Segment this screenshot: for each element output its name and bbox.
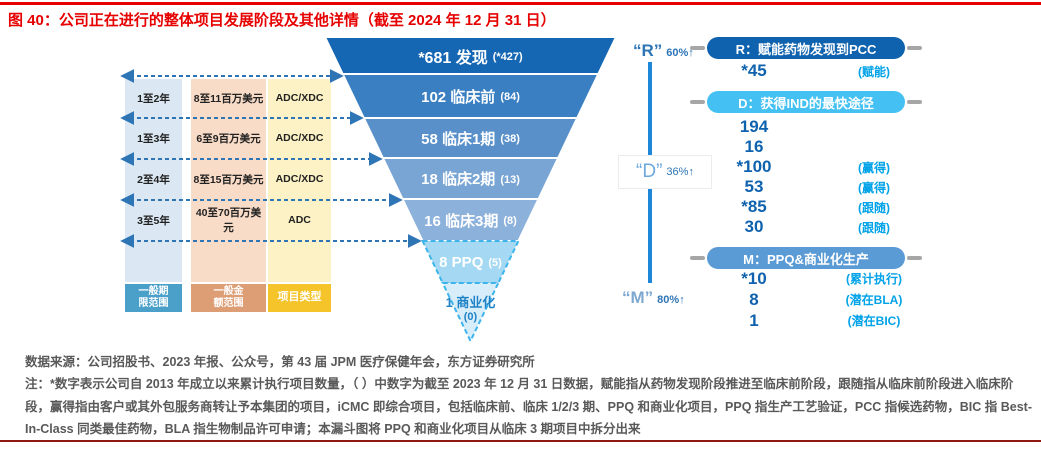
amount-column: 8至11百万美元 6至9百万美元 8至15百万美元 40至70百万美元 bbox=[191, 79, 266, 282]
d-pill-row: D：获得IND的最快途径 bbox=[690, 91, 922, 113]
r-pill: R：赋能药物发现到PCC bbox=[707, 37, 905, 59]
duration-cell: 1至2年 bbox=[137, 92, 170, 105]
connector-stub bbox=[690, 46, 705, 50]
funnel-label-commercial: 1 商业化 (0) bbox=[445, 294, 496, 323]
funnel-label-phase1: 58 临床1期 (38) bbox=[421, 130, 520, 148]
type-column-footer: 项目类型 bbox=[268, 284, 331, 312]
amount-column-footer: 一般金 额范围 bbox=[191, 284, 266, 312]
r-pill-row: R：赋能药物发现到PCC bbox=[690, 37, 922, 59]
value-row: 194 bbox=[739, 117, 769, 136]
m-stage-marker: “M”80%↑ bbox=[622, 288, 685, 307]
r-values: *45 (赋能) bbox=[698, 60, 938, 82]
value-row: *45 (赋能) bbox=[741, 61, 890, 80]
type-cell: ADC/XDC bbox=[275, 173, 324, 185]
duration-cell: 2至4年 bbox=[137, 173, 170, 186]
top-rule bbox=[0, 2, 1041, 5]
amount-cell: 40至70百万美元 bbox=[195, 207, 262, 234]
figure-title: 图 40：公司正在进行的整体项目发展阶段及其他详情（截至 2024 年 12 月… bbox=[8, 12, 556, 29]
footnote: 注：*数字表示公司自 2013 年成立以来累计执行项目数量，（ ）中数字为截至 … bbox=[25, 377, 1032, 436]
duration-cell: 3至5年 bbox=[137, 214, 170, 227]
funnel-label-ppq: 8 PPQ (5) bbox=[439, 253, 502, 271]
m-values: *10 (累计执行) 8 (潜在BLA) 1 (潜在BIC) bbox=[698, 268, 938, 331]
value-row: *85 (跟随) bbox=[741, 197, 890, 216]
d-values: 194 16 *100 (赢得) 53 (赢得) *85 (跟随) 30 (跟随… bbox=[698, 117, 938, 237]
r-stage-marker: “R”60%↑ bbox=[633, 41, 694, 60]
value-row: 53 (赢得) bbox=[744, 177, 890, 196]
funnel-label-discovery: *681 发现 (*427) bbox=[418, 49, 523, 67]
value-row: *100 (赢得) bbox=[736, 157, 891, 176]
type-cell: ADC bbox=[288, 214, 311, 226]
d-stage-marker: “D”36%↑ bbox=[618, 155, 712, 189]
type-cell: ADC/XDC bbox=[275, 132, 324, 144]
connector-stub bbox=[690, 100, 705, 104]
type-column: ADC/XDC ADC/XDC ADC/XDC ADC bbox=[268, 79, 331, 282]
amount-cell: 8至15百万美元 bbox=[193, 173, 264, 186]
amount-cell: 8至11百万美元 bbox=[193, 92, 264, 105]
funnel-label-phase3: 16 临床3期 (8) bbox=[424, 212, 517, 230]
value-row: 16 bbox=[744, 137, 764, 156]
duration-cell: 1至3年 bbox=[137, 132, 170, 145]
bottom-rule bbox=[0, 440, 1041, 442]
data-source: 数据来源：公司招股书、2023 年报、公众号，第 43 届 JPM 医疗保健年会… bbox=[25, 355, 535, 369]
type-cell: ADC/XDC bbox=[275, 92, 324, 104]
duration-column: 1至2年 1至3年 2至4年 3至5年 bbox=[125, 79, 182, 282]
d-pill: D：获得IND的最快途径 bbox=[707, 91, 905, 113]
connector-stub bbox=[907, 100, 922, 104]
m-pill: M：PPQ&商业化生产 bbox=[707, 247, 905, 269]
connector-stub bbox=[690, 256, 705, 260]
duration-column-footer: 一般期 限范围 bbox=[125, 284, 182, 312]
value-row: 30 (跟随) bbox=[744, 217, 890, 236]
amount-cell: 6至9百万美元 bbox=[196, 132, 261, 145]
funnel-label-phase2: 18 临床2期 (13) bbox=[421, 171, 520, 188]
value-row: *10 (累计执行) bbox=[741, 268, 902, 288]
m-pill-row: M：PPQ&商业化生产 bbox=[690, 247, 922, 269]
funnel-label-preclinical: 102 临床前 (84) bbox=[421, 88, 520, 106]
value-row: 8 (潜在BLA) bbox=[749, 289, 903, 309]
connector-stub bbox=[907, 256, 922, 260]
value-row: 1 (潜在BIC) bbox=[749, 310, 901, 330]
connector-stub bbox=[907, 46, 922, 50]
